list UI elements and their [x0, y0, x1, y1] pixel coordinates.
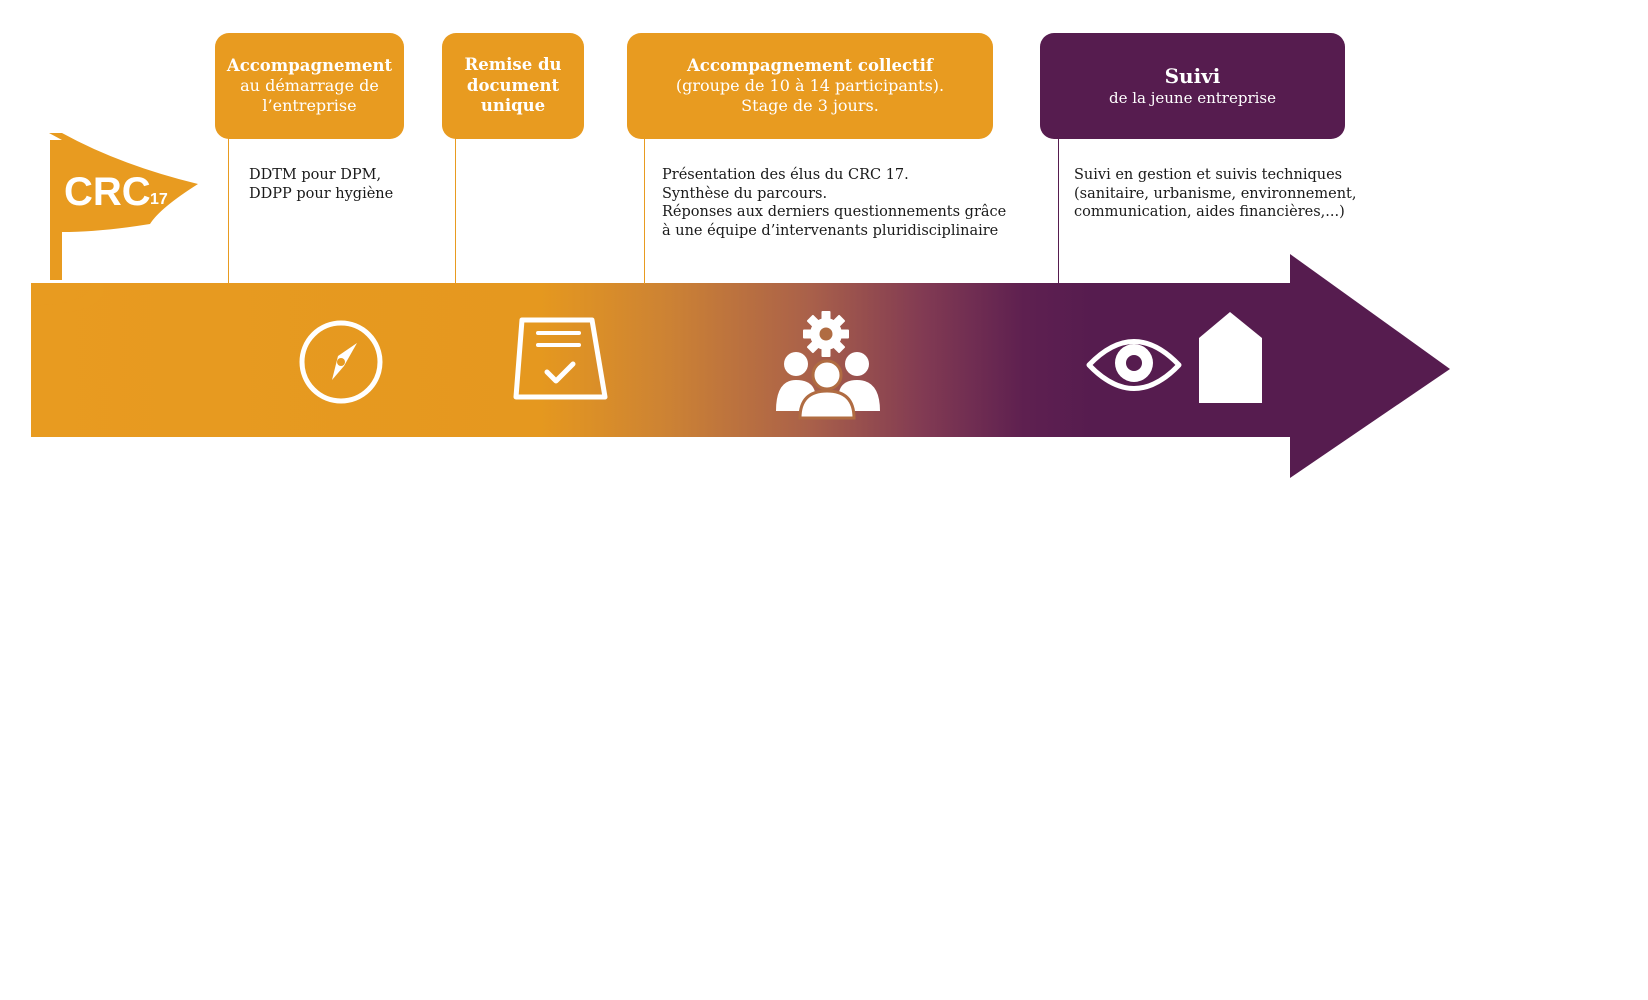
- step-4-description-line-3: communication, aides financières,...): [1074, 204, 1345, 220]
- step-1-description-line-2: DDPP pour hygiène: [249, 185, 394, 202]
- connector-step-1: [228, 137, 229, 284]
- timeline-arrow: [31, 254, 1450, 478]
- step-3-title: Accompagnement collectif: [686, 55, 934, 75]
- step-2-title-line-2: document: [466, 75, 560, 95]
- connector-step-2: [455, 137, 456, 284]
- step-3-subtitle-line-1: (groupe de 10 à 14 participants).: [675, 76, 945, 96]
- step-1-description: DDTM pour DPM, DDPP pour hygiène: [249, 166, 393, 203]
- step-3-description-line-1: Présentation des élus du CRC 17.: [662, 167, 909, 183]
- step-3-description-line-2: Synthèse du parcours.: [662, 185, 828, 202]
- logo-number: 17: [150, 191, 168, 208]
- step-1-subtitle-line-1: au démarrage de: [240, 76, 379, 96]
- step-3-description-line-4: à une équipe d’intervenants pluridiscipl…: [662, 222, 999, 239]
- step-4-description: Suivi en gestion et suivis techniques (s…: [1074, 166, 1357, 222]
- team-gear-icon: [776, 311, 880, 420]
- step-box-suivi: Suivi de la jeune entreprise: [1040, 33, 1345, 139]
- step-4-subtitle: de la jeune entreprise: [1108, 89, 1276, 108]
- eye-icon: [1086, 339, 1182, 391]
- step-3-description: Présentation des élus du CRC 17. Synthès…: [662, 166, 1006, 240]
- step-4-description-line-1: Suivi en gestion et suivis techniques: [1074, 167, 1343, 183]
- step-3-description-line-3: Réponses aux derniers questionnements gr…: [662, 204, 1007, 220]
- step-box-accompagnement-demarrage: Accompagnement au démarrage de l’entrepr…: [215, 33, 404, 139]
- house-icon: [1199, 312, 1262, 403]
- step-1-subtitle-line-2: l’entreprise: [262, 96, 357, 116]
- step-1-title: Accompagnement: [226, 55, 393, 75]
- step-3-subtitle-line-2: Stage de 3 jours.: [741, 96, 879, 116]
- step-4-description-line-2: (sanitaire, urbanisme, environnement,: [1074, 185, 1357, 202]
- checklist-document-icon: [513, 317, 608, 400]
- step-2-title-line-1: Remise du: [464, 55, 562, 75]
- connector-step-4: [1058, 137, 1059, 284]
- step-2-title-line-3: unique: [480, 96, 546, 116]
- connector-step-3: [644, 137, 645, 284]
- logo-text: CRC: [64, 170, 151, 214]
- step-box-accompagnement-collectif: Accompagnement collectif (groupe de 10 à…: [627, 33, 993, 139]
- step-4-title: Suivi: [1164, 64, 1221, 89]
- compass-icon: [299, 320, 383, 404]
- step-box-remise-document: Remise du document unique: [442, 33, 584, 139]
- crc17-flag-logo: CRC 17: [31, 133, 198, 313]
- step-1-description-line-1: DDTM pour DPM,: [249, 167, 382, 183]
